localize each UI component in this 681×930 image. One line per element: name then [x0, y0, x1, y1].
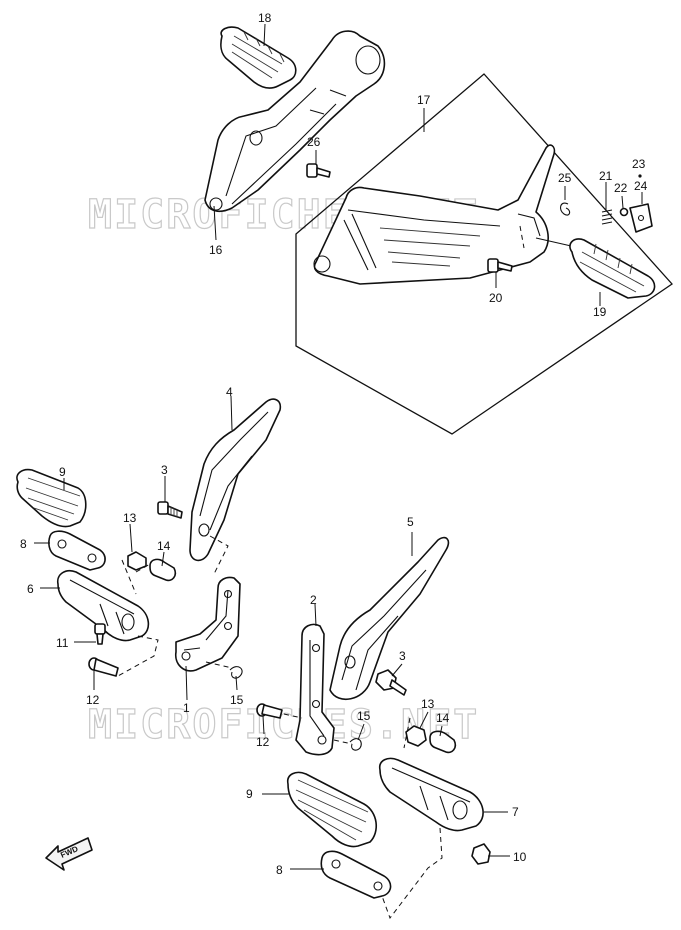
- callout-25: 25: [558, 171, 572, 185]
- callout-13-right: 13: [421, 697, 435, 711]
- assembly-dashed-lines: [117, 225, 525, 920]
- callout-13-left: 13: [123, 511, 137, 525]
- part-7-footpeg-body-right: [378, 757, 484, 832]
- part-12-pin-left: [88, 657, 119, 677]
- part-25-clip: [559, 202, 571, 216]
- part-17-footrest-assembly: [313, 144, 581, 285]
- callout-7: 7: [512, 805, 519, 819]
- callout-17: 17: [417, 93, 431, 107]
- callout-2: 2: [310, 593, 317, 607]
- callout-6: 6: [27, 582, 34, 596]
- callout-15-right: 15: [357, 709, 371, 723]
- callout-26: 26: [307, 135, 321, 149]
- part-4-bracket-left: [189, 398, 282, 562]
- part-15-clip-left: [229, 666, 243, 679]
- callout-16: 16: [209, 243, 223, 257]
- callout-4: 4: [226, 385, 233, 399]
- callout-8-right: 8: [276, 863, 283, 877]
- part-21-spring: [601, 209, 613, 225]
- callout-21: 21: [599, 169, 613, 183]
- part-14-bushing-right: [429, 730, 457, 754]
- part-11-bolt: [94, 623, 106, 645]
- part-23-dot: [638, 174, 642, 178]
- part-6-footpeg-body-left: [56, 569, 150, 642]
- callout-9-left: 9: [59, 465, 66, 479]
- callout-14-left: 14: [157, 539, 171, 553]
- part-20-bolt: [487, 258, 513, 273]
- leader-lines: [34, 23, 643, 870]
- part-5-bracket-right: [329, 536, 450, 701]
- part-13-collar-right: [405, 725, 427, 747]
- callout-3-right: 3: [399, 649, 406, 663]
- part-3-bolt-left: [157, 501, 183, 519]
- callout-numbers: 18 16 26 17 25 21 22 23 24 20 19 4 9 3 1…: [20, 11, 648, 877]
- part-9-footpeg-rubber-right: [286, 771, 377, 848]
- part-18-footpeg-rear-left: [220, 26, 297, 89]
- part-26-bolt: [306, 163, 331, 178]
- assembly-17-frame: [295, 73, 673, 435]
- callout-10: 10: [513, 850, 527, 864]
- callout-8-left: 8: [20, 537, 27, 551]
- callout-15-left: 15: [230, 693, 244, 707]
- part-19-footpeg-rear-right: [569, 238, 656, 299]
- callout-11: 11: [56, 636, 69, 650]
- part-16-bracket-rear-left: [204, 30, 386, 213]
- part-8-plate-right: [320, 850, 392, 899]
- callout-3-left: 3: [161, 463, 168, 477]
- part-10-bolt: [471, 843, 491, 865]
- callout-9-right: 9: [246, 787, 253, 801]
- callout-14-right: 14: [436, 711, 450, 725]
- part-1-mount-bracket-left: [174, 576, 241, 672]
- callout-24: 24: [634, 179, 648, 193]
- part-8-plate-left: [48, 530, 106, 571]
- part-22-ball: [619, 207, 629, 217]
- callout-22: 22: [614, 181, 628, 195]
- part-2-mount-bracket-right: [295, 623, 335, 756]
- part-9-footpeg-rubber-left: [16, 468, 87, 528]
- callout-1: 1: [183, 701, 190, 715]
- callout-12-right: 12: [256, 735, 270, 749]
- callout-20: 20: [489, 291, 503, 305]
- fwd-arrow: FWD: [45, 837, 93, 871]
- callout-18: 18: [258, 11, 272, 25]
- part-24-plate: [629, 203, 653, 233]
- part-13-collar-left: [127, 551, 147, 571]
- part-3-bolt-right: [375, 669, 407, 696]
- part-12-pin-right: [256, 703, 283, 719]
- callout-23: 23: [632, 157, 646, 171]
- callout-12-left: 12: [86, 693, 100, 707]
- part-15-clip-right: [349, 738, 362, 751]
- callout-5: 5: [407, 515, 414, 529]
- callout-19: 19: [593, 305, 607, 319]
- part-14-bushing-left: [149, 558, 177, 582]
